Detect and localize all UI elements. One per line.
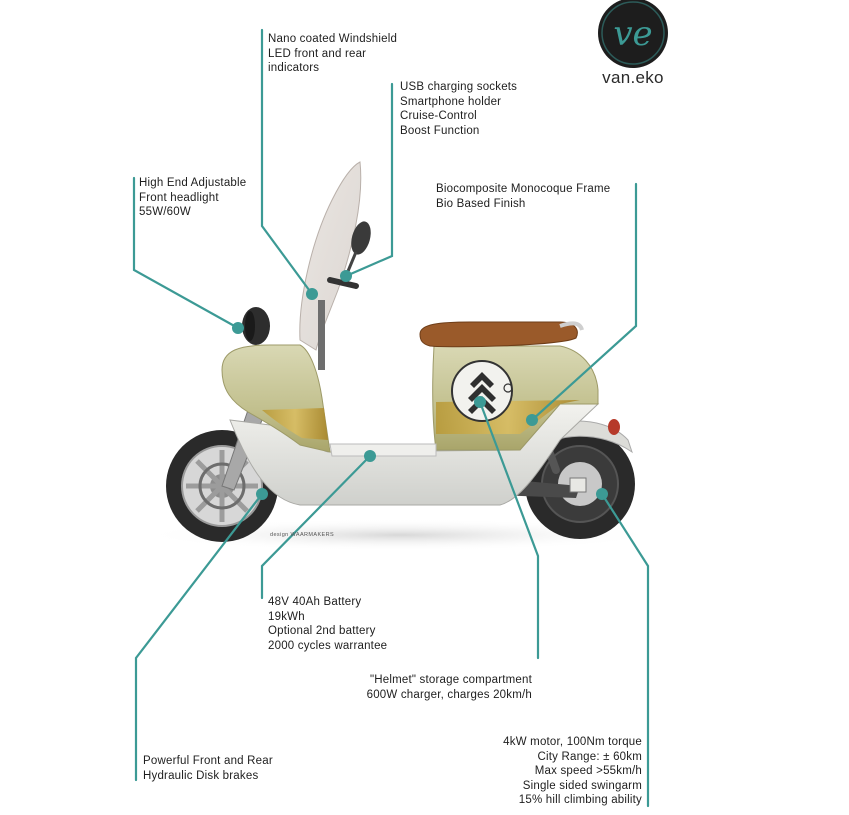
callout-line: LED front and rear xyxy=(268,47,367,60)
handlebar xyxy=(327,277,359,289)
emblem-arrows-icon xyxy=(468,372,496,414)
callout-line: Boost Function xyxy=(400,124,480,137)
windshield xyxy=(299,161,362,351)
grab-rail xyxy=(559,321,584,331)
callout-line: 55W/60W xyxy=(139,206,191,218)
line-brakes xyxy=(134,492,264,782)
callout-line: Powerful Front and Rear xyxy=(143,755,273,767)
callout-line: Biocomposite Monocoque Frame xyxy=(436,183,611,195)
brand-name: van.eko xyxy=(602,68,664,87)
line-battery xyxy=(260,454,372,600)
callout-usb: USB charging sockets Smartphone holder C… xyxy=(400,80,517,138)
brand-monogram: ve xyxy=(613,14,652,54)
callout-line: Cruise-Control xyxy=(400,110,477,122)
callout-line: High End Adjustable xyxy=(139,177,247,189)
callout-line: Nano coated Windshield xyxy=(268,33,398,45)
callout-line: Single sided swingarm xyxy=(522,779,642,792)
callout-line: 600W charger, charges 20km/h xyxy=(366,688,532,701)
brand-logo-icon xyxy=(598,0,668,68)
callout-storage: "Helmet" storage compartment 600W charge… xyxy=(332,673,532,702)
line-usb xyxy=(344,82,394,278)
callout-brakes: Powerful Front and Rear Hydraulic Disk b… xyxy=(143,754,273,783)
callout-line: USB charging sockets xyxy=(400,81,518,93)
line-frame xyxy=(530,182,638,422)
headlight-rim xyxy=(245,311,255,341)
line-headlight xyxy=(132,176,240,330)
callout-line: City Range: ± 60km xyxy=(537,750,642,763)
brake-disc xyxy=(198,462,246,510)
tail-light xyxy=(608,419,620,435)
callout-windshield: Nano coated Windshield LED front and rea… xyxy=(268,32,397,76)
front-shield-band xyxy=(262,408,328,440)
callout-line: Smartphone holder xyxy=(400,95,502,108)
floorboard xyxy=(329,443,437,457)
motor-box xyxy=(569,477,587,493)
line-windshield xyxy=(260,28,314,296)
callout-headlight: High End Adjustable Front headlight 55W/… xyxy=(139,176,246,220)
line-storage xyxy=(478,400,540,660)
callout-dots xyxy=(232,270,608,500)
callout-motor: 4kW motor, 100Nm torque City Range: ± 60… xyxy=(440,735,642,808)
callout-line: Front headlight xyxy=(139,191,219,204)
design-credit: design WAARMAKERS xyxy=(270,532,335,538)
callout-line: Hydraulic Disk brakes xyxy=(143,769,259,782)
callout-line: 19kWh xyxy=(268,610,305,623)
windshield-stem xyxy=(318,300,325,370)
callout-frame: Biocomposite Monocoque Frame Bio Based F… xyxy=(436,182,610,211)
callout-line: 15% hill climbing ability xyxy=(518,794,642,806)
callout-line: Bio Based Finish xyxy=(436,197,526,210)
callout-line: 48V 40Ah Battery xyxy=(268,596,362,608)
callout-lines xyxy=(132,28,650,808)
seat xyxy=(419,321,578,348)
callout-line: indicators xyxy=(268,62,320,74)
callout-line: 2000 cycles warrantee xyxy=(268,639,388,652)
callout-battery: 48V 40Ah Battery 19kWh Optional 2nd batt… xyxy=(268,595,387,653)
callout-line: 4kW motor, 100Nm torque xyxy=(503,736,642,748)
ground-shadow xyxy=(140,519,660,551)
callout-line: Optional 2nd battery xyxy=(268,625,376,637)
callout-line: "Helmet" storage compartment xyxy=(369,674,532,686)
body-badge xyxy=(503,383,513,393)
mirror xyxy=(351,221,371,255)
callout-line: Max speed >55km/h xyxy=(534,765,642,777)
brand-logo-ring xyxy=(601,1,665,65)
line-motor xyxy=(600,492,650,808)
